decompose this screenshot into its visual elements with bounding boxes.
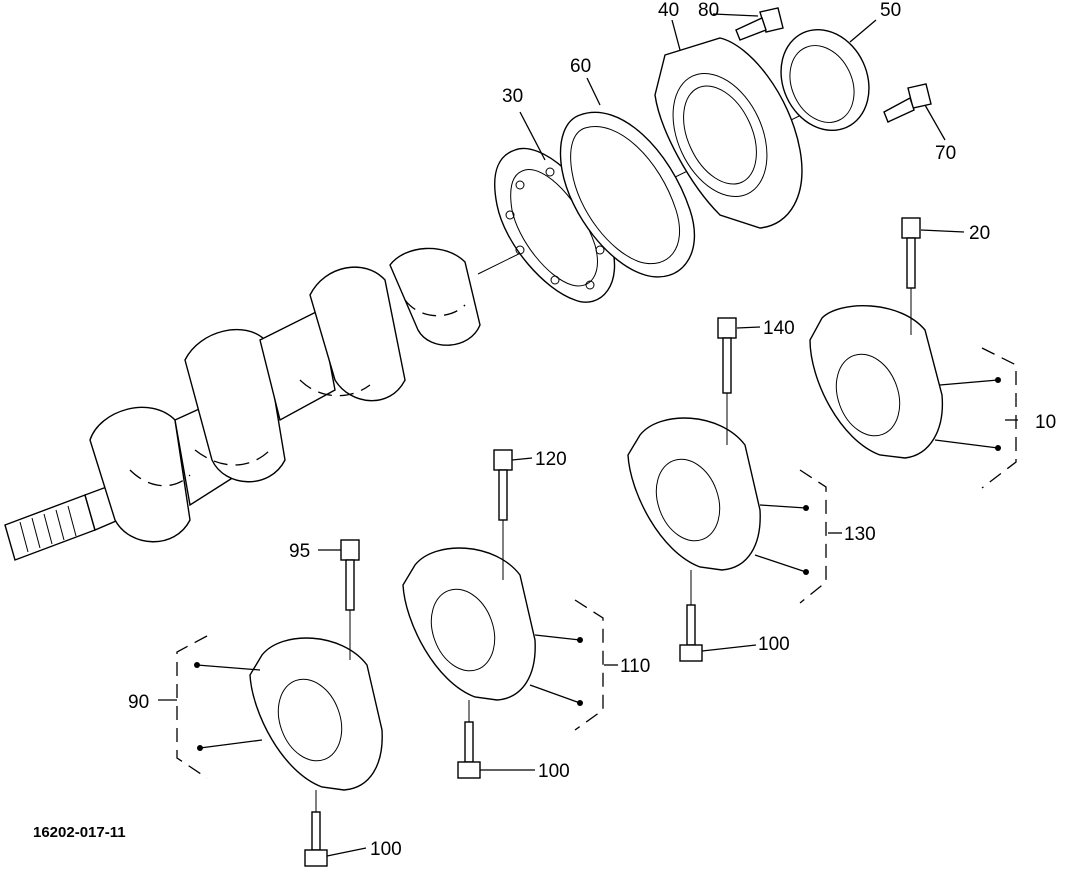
bearing-cap-130 (627, 417, 827, 604)
leader-lines (158, 13, 1018, 857)
callout-110: 110 (620, 656, 650, 677)
bolt-140 (717, 317, 737, 445)
callout-40: 40 (658, 0, 679, 21)
bearing-cap-110 (402, 547, 604, 731)
callout-95: 95 (289, 541, 310, 562)
callout-140: 140 (763, 318, 795, 339)
callout-100-right: 100 (758, 634, 790, 655)
callout-10: 10 (1035, 412, 1056, 433)
bolt-80 (735, 7, 784, 41)
callout-100-left: 100 (370, 839, 402, 860)
callout-120: 120 (535, 449, 567, 470)
callout-130: 130 (844, 524, 876, 545)
callout-80: 80 (698, 0, 719, 21)
oil-seal (780, 28, 870, 132)
bolt-20 (901, 217, 921, 335)
bolt-70 (883, 83, 932, 123)
crankshaft (4, 247, 481, 561)
callout-20: 20 (969, 223, 990, 244)
callout-50: 50 (880, 0, 901, 21)
bearing-cap-10 (809, 305, 1017, 489)
bolt-120 (493, 449, 513, 580)
bolt-100-left (304, 790, 328, 867)
callout-90: 90 (128, 692, 149, 713)
bearing-cap-90 (176, 635, 383, 791)
bolt-100-middle (457, 700, 481, 779)
callout-70: 70 (935, 143, 956, 164)
seal-case-gasket (559, 111, 696, 278)
oil-seal-case (654, 37, 803, 229)
callout-60: 60 (570, 56, 591, 77)
bolt-100-right (679, 570, 703, 662)
bolt-95 (340, 539, 360, 660)
diagram-code: 16202-017-11 (33, 824, 126, 841)
callout-100-middle: 100 (538, 761, 570, 782)
callout-30: 30 (502, 86, 523, 107)
